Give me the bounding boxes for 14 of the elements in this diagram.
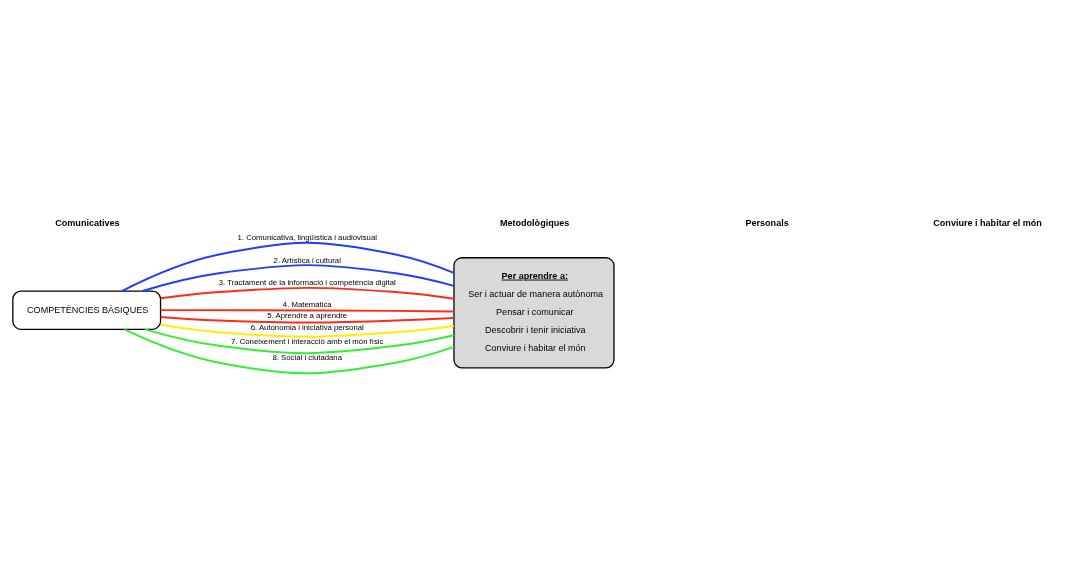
label: Comunicatives xyxy=(55,218,120,229)
node-box: COMPETÈNCIES BÀSIQUES xyxy=(12,290,162,330)
label: Conviure i habitar el món xyxy=(933,218,1042,229)
connector xyxy=(159,316,455,324)
connector xyxy=(143,328,455,355)
connector xyxy=(120,241,455,293)
node-box: Per aprendre a: Ser i actuar de manera autònoma Pensar i comunicar Descobrir i tenir iniciativa Conviure i habitar el món xyxy=(453,257,615,369)
connector xyxy=(141,264,455,293)
connector xyxy=(159,286,455,300)
connector xyxy=(159,323,455,338)
label: Metodològiques xyxy=(499,218,570,229)
connector xyxy=(159,309,455,313)
label: Personals xyxy=(745,218,789,229)
connector xyxy=(123,328,455,375)
